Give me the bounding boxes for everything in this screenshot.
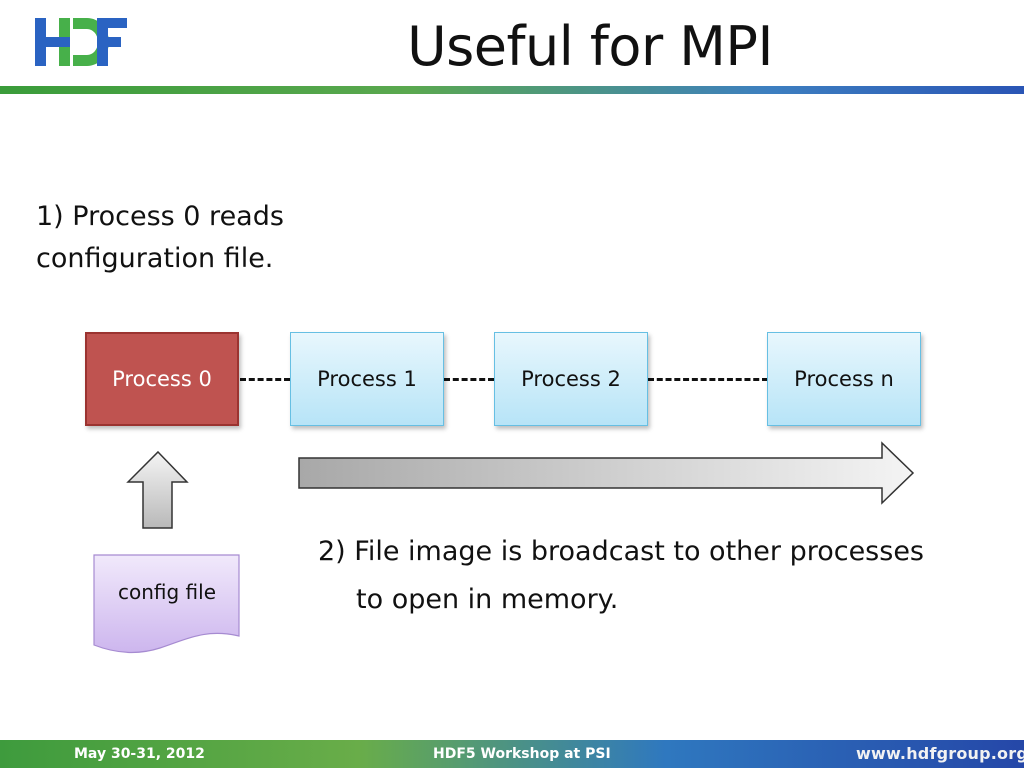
process-n-box: Process n <box>767 332 921 426</box>
footer-url: www.hdfgroup.org <box>856 744 1024 763</box>
title-divider <box>0 86 1024 94</box>
connector-2-n <box>648 378 768 381</box>
connector-0-1 <box>240 378 290 381</box>
process-1-label: Process 1 <box>317 367 417 391</box>
step-1-line-2: configuration file. <box>36 243 274 274</box>
broadcast-arrow <box>298 441 915 505</box>
process-n-label: Process n <box>794 367 894 391</box>
connector-1-2 <box>444 378 494 381</box>
hdf-logo <box>35 18 127 66</box>
footer-bar: May 30-31, 2012 HDF5 Workshop at PSI www… <box>0 740 1024 768</box>
process-0-box: Process 0 <box>85 332 239 426</box>
process-2-label: Process 2 <box>521 367 621 391</box>
config-file-document <box>93 554 240 653</box>
process-0-label: Process 0 <box>112 367 212 391</box>
step-2-line-1: 2) File image is broadcast to other proc… <box>318 536 924 567</box>
slide-title: Useful for MPI <box>407 15 773 78</box>
footer-event: HDF5 Workshop at PSI <box>433 746 611 762</box>
process-1-box: Process 1 <box>290 332 444 426</box>
step-1-text: 1) Process 0 reads configuration file. <box>36 196 336 280</box>
step-1-line-1: 1) Process 0 reads <box>36 201 284 232</box>
footer-date: May 30-31, 2012 <box>74 746 205 762</box>
config-file-label: config file <box>117 580 217 604</box>
step-2-line-2: to open in memory. <box>356 584 619 615</box>
read-arrow <box>126 450 189 529</box>
step-2-text: 2) File image is broadcast to other proc… <box>318 528 998 624</box>
process-2-box: Process 2 <box>494 332 648 426</box>
